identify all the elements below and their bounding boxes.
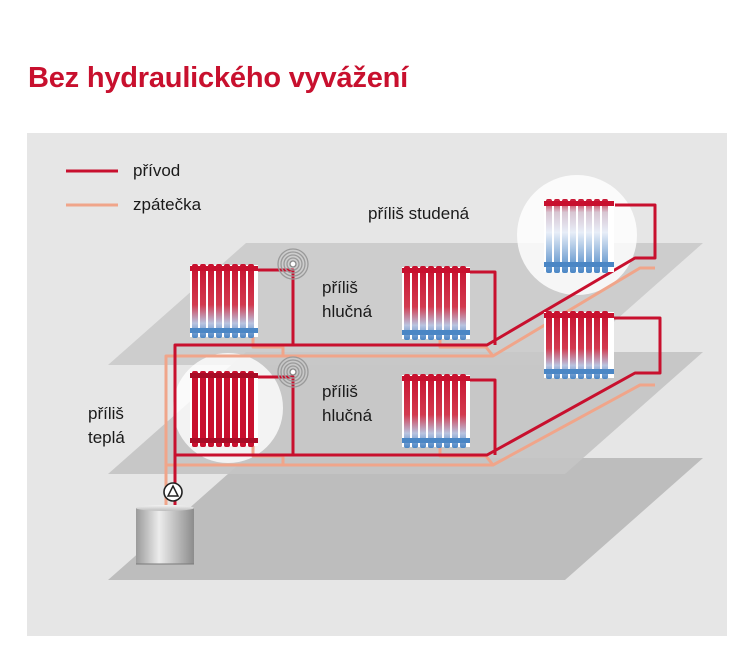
legend-return-label: zpátečka xyxy=(133,195,202,214)
label-too-warm-line2: teplá xyxy=(88,428,125,447)
radiator-upper-left xyxy=(190,264,258,338)
legend-supply-label: přívod xyxy=(133,161,181,180)
label-upper-too-noisy-line2: hlučná xyxy=(322,302,373,321)
pump-icon xyxy=(163,482,183,502)
boiler-icon xyxy=(136,505,194,565)
radiator-upper-right xyxy=(402,266,470,340)
label-lower-too-noisy-line2: hlučná xyxy=(322,406,373,425)
label-lower-too-noisy-line1: příliš xyxy=(322,382,358,401)
radiator-lower-left xyxy=(190,371,258,447)
label-upper-too-noisy-line1: příliš xyxy=(322,278,358,297)
radiator-top-right-cold xyxy=(544,199,614,273)
radiator-lower-right xyxy=(402,374,470,448)
radiator-middle-right xyxy=(544,311,614,379)
page-title: Bez hydraulického vyvážení xyxy=(28,62,409,94)
noise-waves-icon xyxy=(277,248,309,280)
label-too-warm-line1: příliš xyxy=(88,404,124,423)
noise-waves-icon xyxy=(277,356,309,388)
label-too-cold: příliš studená xyxy=(368,204,470,223)
floor-ground xyxy=(108,458,703,580)
